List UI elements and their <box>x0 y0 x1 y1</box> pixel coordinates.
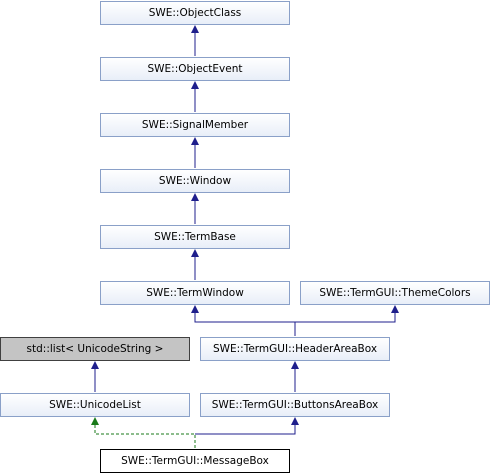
class-node-label: SWE::Window <box>158 175 232 187</box>
edge-headerareabox-termwindow <box>191 305 296 336</box>
class-node-label: std::list< UnicodeString > <box>26 343 164 355</box>
class-node-unicodelist[interactable]: SWE::UnicodeList <box>0 393 190 417</box>
class-node-label: SWE::TermGUI::MessageBox <box>121 455 269 467</box>
class-node-label: SWE::TermBase <box>154 231 236 243</box>
class-node-label: SWE::UnicodeList <box>49 399 141 411</box>
class-node-objectevent[interactable]: SWE::ObjectEvent <box>100 57 290 81</box>
class-node-label: SWE::SignalMember <box>141 119 249 131</box>
class-node-label: SWE::ObjectClass <box>148 7 242 19</box>
edge-messagebox-buttonsareabox <box>195 417 299 435</box>
class-node-termwindow[interactable]: SWE::TermWindow <box>100 281 290 305</box>
class-node-label: SWE::ObjectEvent <box>147 63 243 75</box>
class-node-label: SWE::TermWindow <box>146 287 244 299</box>
class-node-messagebox: SWE::TermGUI::MessageBox <box>100 449 290 473</box>
class-node-label: SWE::TermGUI::ThemeColors <box>319 287 471 299</box>
class-node-objectclass[interactable]: SWE::ObjectClass <box>100 1 290 25</box>
class-node-buttonsareabox[interactable]: SWE::TermGUI::ButtonsAreaBox <box>200 393 390 417</box>
class-node-stdlist: std::list< UnicodeString > <box>0 337 190 361</box>
class-node-signalmember[interactable]: SWE::SignalMember <box>100 113 290 137</box>
edge-headerareabox-themecolors <box>295 305 399 323</box>
class-node-label: SWE::TermGUI::HeaderAreaBox <box>212 343 378 355</box>
class-node-themecolors[interactable]: SWE::TermGUI::ThemeColors <box>300 281 490 305</box>
edge-messagebox-unicodelist <box>91 417 196 448</box>
class-node-headerareabox[interactable]: SWE::TermGUI::HeaderAreaBox <box>200 337 390 361</box>
class-node-termbase[interactable]: SWE::TermBase <box>100 225 290 249</box>
class-node-window[interactable]: SWE::Window <box>100 169 290 193</box>
class-node-label: SWE::TermGUI::ButtonsAreaBox <box>211 399 379 411</box>
